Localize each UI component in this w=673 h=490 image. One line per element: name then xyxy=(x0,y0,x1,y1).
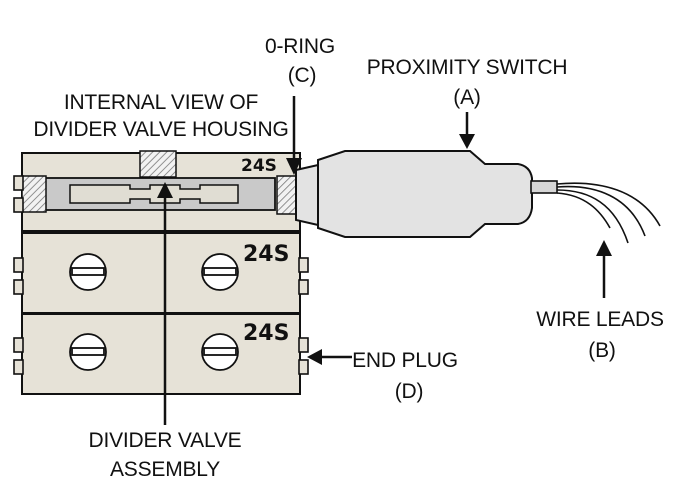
screw-icon xyxy=(201,333,239,371)
screw-icon xyxy=(201,253,239,291)
wire-leads-label: WIRE LEADS xyxy=(536,308,664,331)
labels: 0-RING (C) PROXIMITY SWITCH (A) INTERNAL… xyxy=(33,35,664,481)
section-tag-top: 24S xyxy=(241,156,277,176)
arrow-left-icon xyxy=(307,349,322,365)
oring-label: 0-RING xyxy=(265,35,335,58)
assembly-label-line2: ASSEMBLY xyxy=(110,458,220,481)
switch-nut xyxy=(295,163,319,227)
screw-icon xyxy=(69,333,107,371)
internal-view xyxy=(21,150,298,215)
housing-section-bottom xyxy=(21,313,301,395)
end-plug-label: END PLUG xyxy=(352,349,458,372)
left-plug-thread xyxy=(21,175,47,213)
internal-view-label-line1: INTERNAL VIEW OF xyxy=(64,91,258,114)
oring-code: (C) xyxy=(288,64,317,87)
proximity-switch-label: PROXIMITY SWITCH xyxy=(367,56,568,79)
section-screws xyxy=(69,253,239,371)
assembly-label-line1: DIVIDER VALVE xyxy=(88,429,241,452)
arrow-up-icon xyxy=(596,240,612,256)
switch-thread xyxy=(276,175,298,215)
wire-leads xyxy=(556,182,661,244)
switch-body xyxy=(317,150,533,238)
section-tag-bottom: 24S xyxy=(243,321,289,346)
arrow-up-icon xyxy=(157,182,173,198)
wire-leads-code: (B) xyxy=(588,339,615,362)
proximity-switch-code: (A) xyxy=(453,86,480,109)
end-plug-code: (D) xyxy=(395,380,424,403)
valve-spool xyxy=(69,184,239,204)
top-port xyxy=(139,150,177,178)
internal-view-label-line2: DIVIDER VALVE HOUSING xyxy=(33,118,288,141)
side-tabs xyxy=(13,175,309,375)
section-tag-middle: 24S xyxy=(243,242,289,267)
screw-icon xyxy=(69,253,107,291)
end-plug xyxy=(298,337,309,353)
switch-cable-boot xyxy=(530,180,558,194)
arrow-down-icon xyxy=(286,158,302,175)
arrow-down-icon xyxy=(459,134,475,149)
housing-section-middle xyxy=(21,232,301,314)
proximity-switch xyxy=(295,150,558,238)
leader-arrows xyxy=(157,96,612,425)
